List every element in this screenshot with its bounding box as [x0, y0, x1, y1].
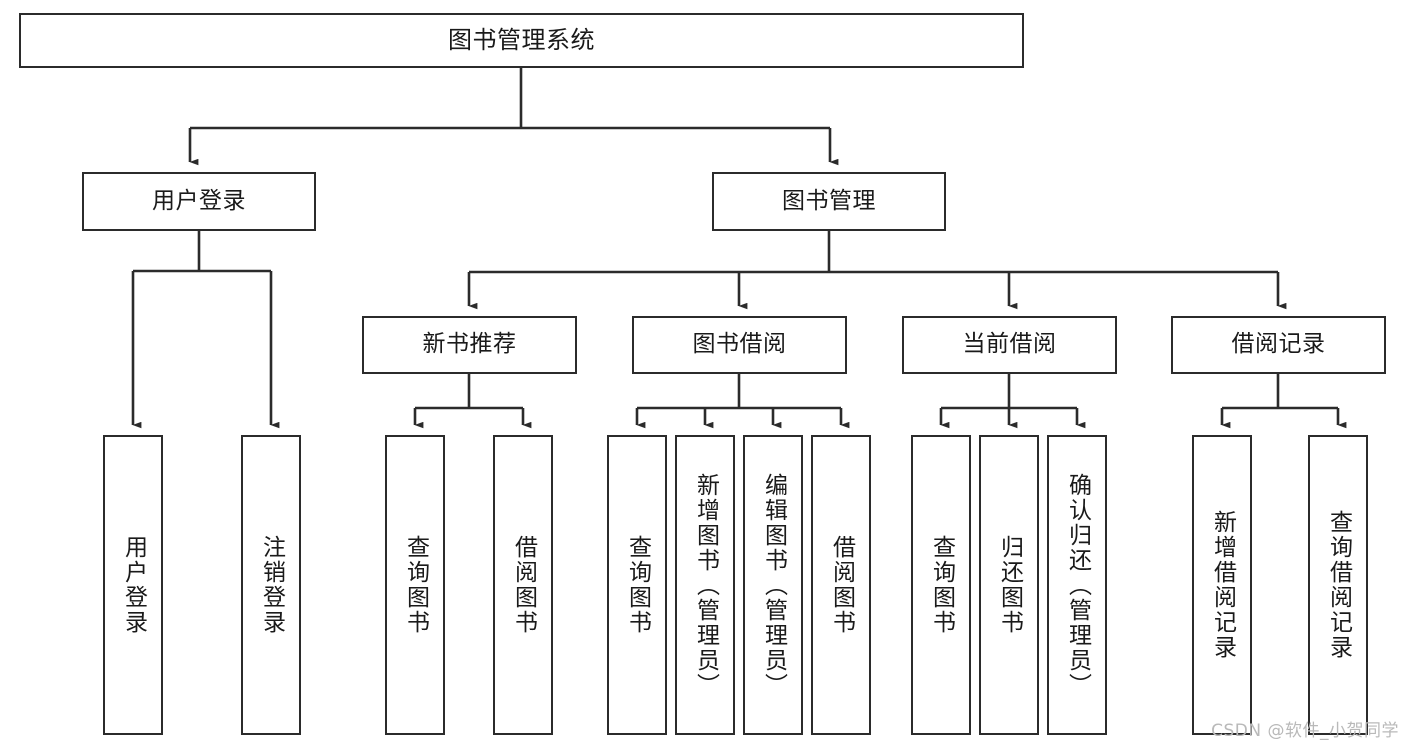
node-root-label: 图书管理系统 — [448, 26, 595, 55]
node-borrow-record[interactable]: 借阅记录 — [1171, 316, 1386, 374]
node-leaf-edit-book[interactable]: 编辑图书（管理员） — [743, 435, 803, 735]
node-leaf-query-record-label: 查询借阅记录 — [1325, 510, 1352, 660]
node-leaf-query-book-1[interactable]: 查询图书 — [385, 435, 445, 735]
node-leaf-confirm-return[interactable]: 确认归还（管理员） — [1047, 435, 1107, 735]
node-leaf-borrow-book-1[interactable]: 借阅图书 — [493, 435, 553, 735]
node-leaf-add-record-label: 新增借阅记录 — [1209, 510, 1236, 660]
node-book-manage-label: 图书管理 — [782, 187, 876, 214]
node-leaf-add-book[interactable]: 新增图书（管理员） — [675, 435, 735, 735]
node-leaf-borrow-book-2-label: 借阅图书 — [828, 535, 855, 635]
node-leaf-borrow-book-1-label: 借阅图书 — [510, 535, 537, 635]
node-leaf-query-book-3[interactable]: 查询图书 — [911, 435, 971, 735]
node-leaf-add-book-label: 新增图书（管理员） — [692, 472, 719, 698]
node-leaf-user-login[interactable]: 用户登录 — [103, 435, 163, 735]
node-leaf-confirm-return-label: 确认归还（管理员） — [1064, 472, 1091, 698]
node-root[interactable]: 图书管理系统 — [19, 13, 1024, 68]
node-book-manage[interactable]: 图书管理 — [712, 172, 946, 231]
node-user-login[interactable]: 用户登录 — [82, 172, 316, 231]
node-book-borrow[interactable]: 图书借阅 — [632, 316, 847, 374]
node-leaf-return-book-label: 归还图书 — [996, 535, 1023, 635]
node-new-book-recommend[interactable]: 新书推荐 — [362, 316, 577, 374]
node-leaf-logout[interactable]: 注销登录 — [241, 435, 301, 735]
node-book-borrow-label: 图书借阅 — [692, 331, 787, 358]
node-leaf-query-record[interactable]: 查询借阅记录 — [1308, 435, 1368, 735]
node-leaf-query-book-2[interactable]: 查询图书 — [607, 435, 667, 735]
node-current-borrow-label: 当前借阅 — [962, 331, 1057, 358]
node-leaf-borrow-book-2[interactable]: 借阅图书 — [811, 435, 871, 735]
node-new-book-recommend-label: 新书推荐 — [422, 331, 517, 358]
node-leaf-user-login-label: 用户登录 — [120, 535, 147, 635]
node-leaf-query-book-3-label: 查询图书 — [928, 535, 955, 635]
node-leaf-logout-label: 注销登录 — [258, 535, 285, 635]
node-leaf-add-record[interactable]: 新增借阅记录 — [1192, 435, 1252, 735]
node-user-login-label: 用户登录 — [152, 187, 246, 214]
watermark-text: CSDN @软件_小贺同学 — [1211, 721, 1399, 741]
node-borrow-record-label: 借阅记录 — [1231, 331, 1326, 358]
node-leaf-query-book-2-label: 查询图书 — [624, 535, 651, 635]
node-leaf-return-book[interactable]: 归还图书 — [979, 435, 1039, 735]
node-leaf-query-book-1-label: 查询图书 — [402, 535, 429, 635]
node-leaf-edit-book-label: 编辑图书（管理员） — [760, 472, 787, 698]
node-current-borrow[interactable]: 当前借阅 — [902, 316, 1117, 374]
